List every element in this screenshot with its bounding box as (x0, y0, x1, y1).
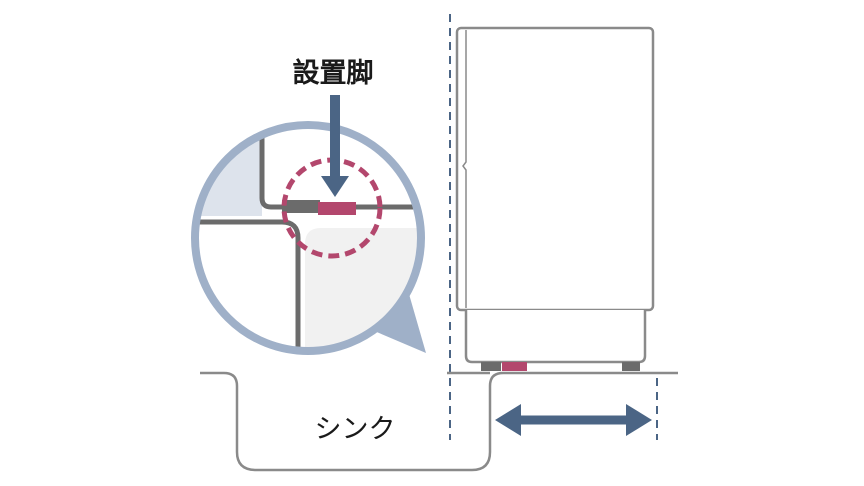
appliance-rear-foot (622, 362, 640, 371)
magnifier-tail (372, 294, 426, 353)
appliance-body (455, 26, 655, 312)
installation-leg-zoomed (318, 202, 356, 215)
counter-and-sink-outline (200, 371, 678, 472)
sink-rim-edge (195, 219, 301, 351)
installation-leg (502, 362, 527, 371)
magnifier-ring (191, 121, 425, 355)
appliance-base (464, 310, 647, 364)
arrow-right-icon (626, 404, 652, 436)
arrow-left-icon (495, 404, 521, 436)
appliance-front-foot (481, 362, 501, 371)
sink-label: シンク (315, 414, 396, 445)
appliance-bottom-edge (259, 125, 421, 210)
leg-label: 設置脚 (293, 57, 374, 89)
leg-pointer-arrowhead-icon (321, 176, 349, 197)
appliance-door-edge (462, 30, 467, 308)
leg-base-block (282, 200, 320, 213)
